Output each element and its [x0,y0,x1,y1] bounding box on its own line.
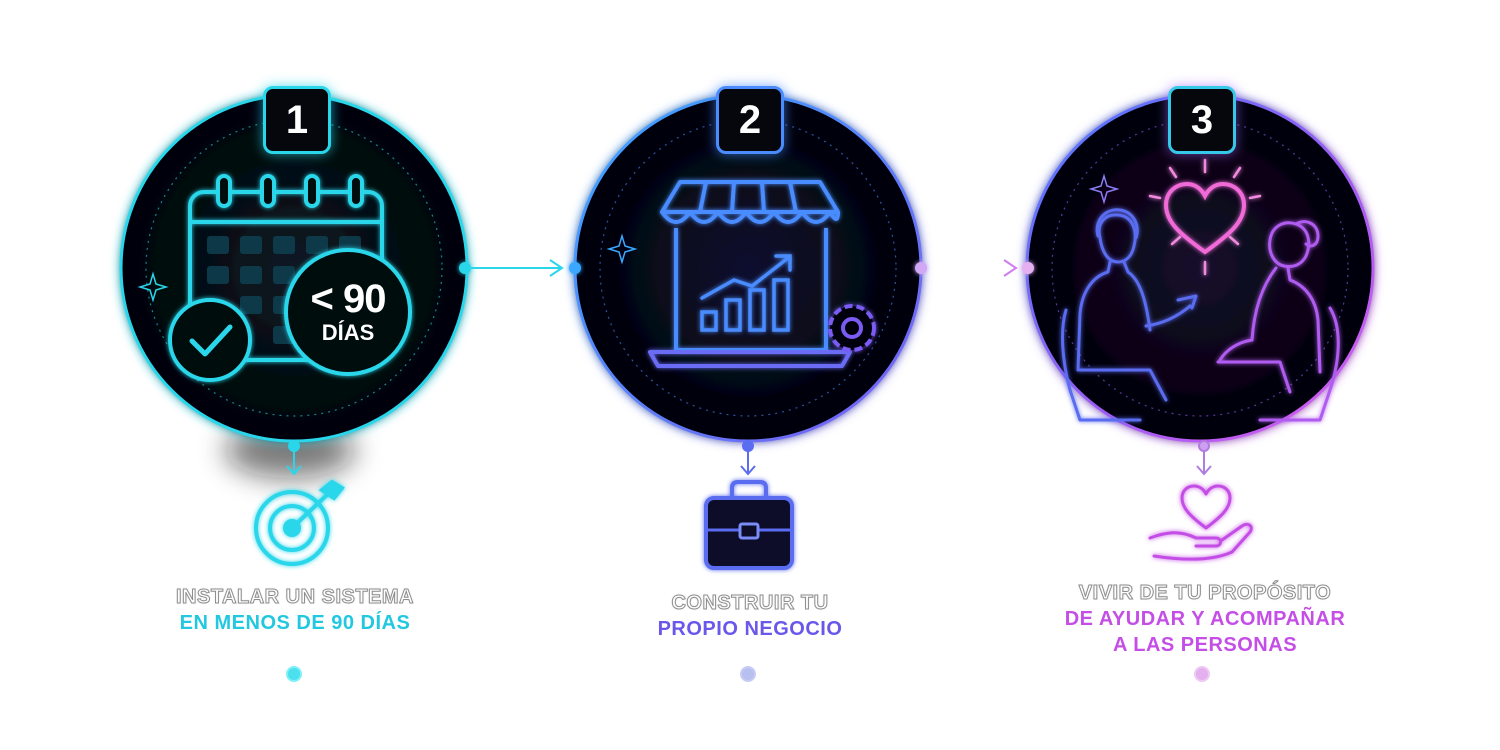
sparkle-icon [137,271,169,303]
step-3-caption-line-3: A LAS PERSONAS [1112,634,1298,656]
step-1-number-badge: 1 [263,86,331,154]
step-3-circle [1025,93,1375,443]
down-arrow-1 [286,440,302,476]
target-icon [254,479,345,566]
step-2-caption-line-1: CONSTRUIR TU [671,592,829,615]
briefcase-icon [704,480,794,570]
step-2-caption-line-2: PROPIO NEGOCIO [657,618,843,640]
sparkle-icon [1088,173,1120,205]
step-1-caption-line-2: EN MENOS DE 90 DÍAS [179,612,411,634]
heart-hand-icon [1148,484,1253,561]
sparkle-icon [606,233,638,265]
step-2-circle [573,93,923,443]
step-1-caption: INSTALAR UN SISTEMA EN MENOS DE 90 DÍAS [120,584,470,636]
conversation-people-icon [1061,208,1340,422]
calendar-icon [188,174,384,362]
gear-icon [828,304,876,352]
check-circle-icon [168,298,252,382]
step-3-number-badge: 3 [1168,86,1236,154]
down-arrow-2 [740,440,756,476]
step-1-caption-line-1: INSTALAR UN SISTEMA [175,586,414,609]
growth-chart-icon [700,254,792,332]
storefront-laptop-icon [648,180,852,368]
step-1-circle [119,93,469,443]
glowing-heart-icon [1148,158,1262,276]
days-badge-value: < 90 [310,277,387,321]
step-3-caption-line-2: DE AYUDAR Y ACOMPAÑAR [1064,608,1346,630]
down-arrow-3 [1196,440,1212,476]
step-3-caption-line-1: VIVIR DE TU PROPÓSITO [1078,582,1332,605]
timeline [170,666,1332,682]
days-circle [284,248,412,376]
days-badge: < 90 DÍAS [286,250,410,374]
days-badge-unit: DÍAS [321,320,375,345]
step-2-number-badge: 2 [716,86,784,154]
connector-1-2 [459,259,581,277]
step-3-caption: VIVIR DE TU PROPÓSITO DE AYUDAR Y ACOMPA… [1010,580,1400,658]
connector-2-3 [915,259,1034,277]
step-2-caption: CONSTRUIR TU PROPIO NEGOCIO [560,590,940,642]
